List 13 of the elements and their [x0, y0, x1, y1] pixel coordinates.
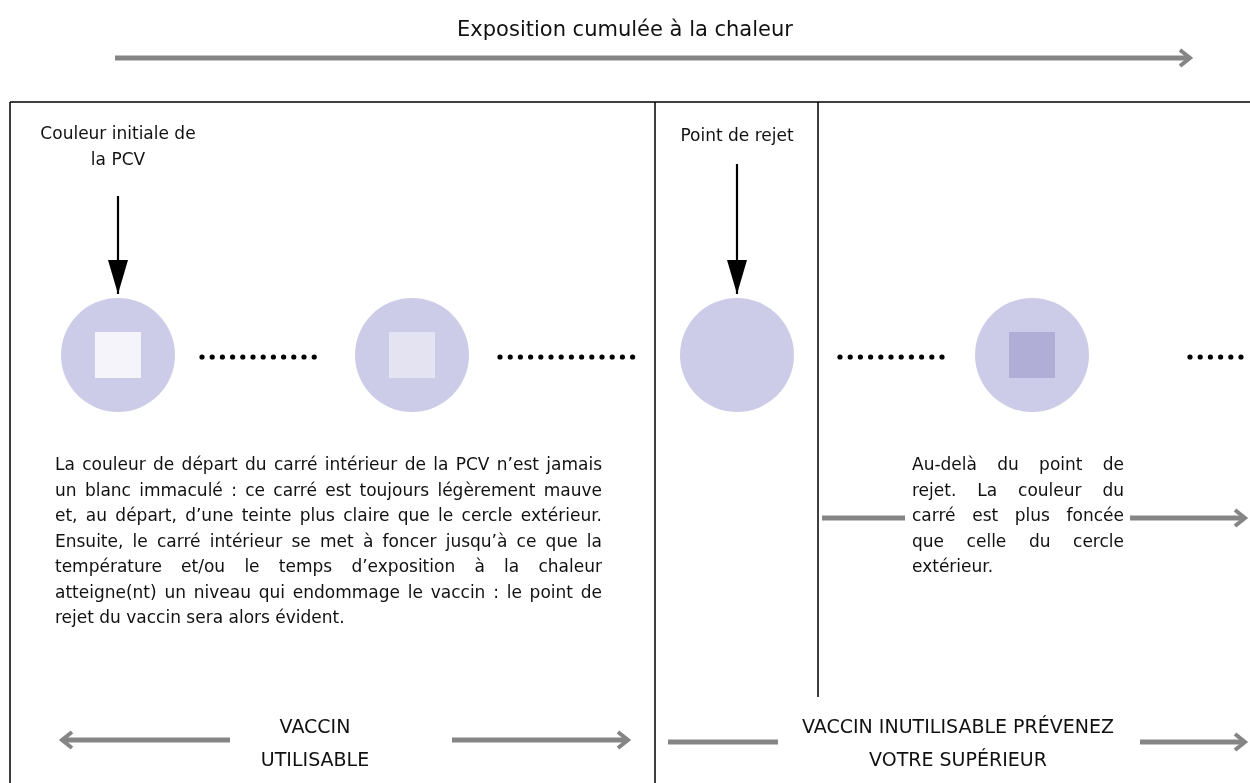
indicator-circle: [975, 298, 1089, 412]
description-text: La couleur de départ du carré intérieur de la PCV n’est jamais un blanc immaculé : ce carré est toujours légèrement mauve et, au départ, d’une teinte plus claire que le cercle extérieur. Ensuite, le carré intérieur se met à foncer jusqu’à ce que la température et/ou le temps d’exposition à la chaleur atteigne(nt) un niveau qui endommage le vaccin : le point de rejet du vaccin sera alors évident.: [55, 453, 602, 629]
node-label: Couleur initiale de la PCV: [38, 120, 198, 172]
status-text: VACCIN UTILISABLE: [259, 714, 371, 772]
indicator-circle: [680, 298, 794, 412]
indicator-circle: [355, 298, 469, 412]
arrow: [108, 196, 128, 294]
diagram-title: Exposition cumulée à la chaleur: [456, 16, 794, 43]
arrow: [727, 164, 747, 294]
indicator-circle: [61, 298, 175, 412]
status-text: VACCIN INUTILISABLE PRÉVENEZ VOTRE SUPÉRIEUR: [801, 714, 1115, 772]
description-text: Au-delà du point de rejet. La couleur du carré est plus foncée que celle du cercle extérieur.: [912, 453, 1124, 578]
node-label: Point de rejet: [658, 122, 816, 148]
